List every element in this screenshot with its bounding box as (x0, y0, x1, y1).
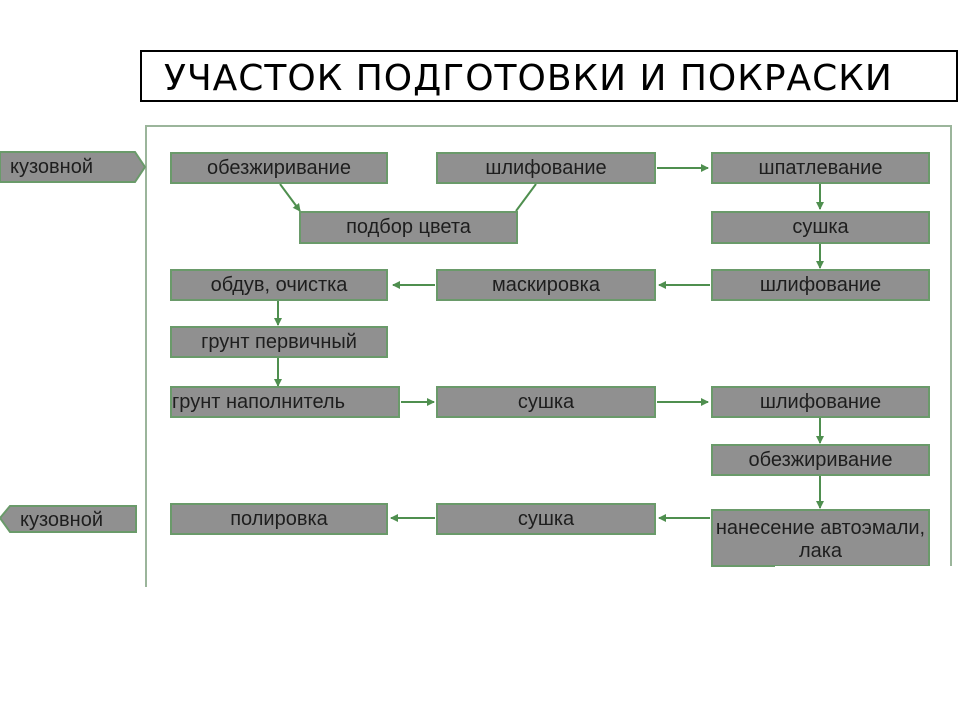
step-polishing: полировка (170, 503, 388, 535)
step-sanding-3: шлифование (711, 386, 930, 418)
title-box: УЧАСТОК ПОДГОТОВКИ И ПОКРАСКИ (140, 50, 958, 102)
step-degrease-2: обезжиривание (711, 444, 930, 476)
arrow-degrease-to-color (279, 183, 301, 212)
step-sanding-2: шлифование (711, 269, 930, 301)
arrow-color-to-sanding (515, 183, 537, 212)
input-tag-shape (0, 151, 147, 183)
step-enamel-lacquer: нанесение автоэмали, лака (711, 509, 930, 567)
input-tag-label: кузовной (10, 156, 94, 178)
step-drying-1: сушка (711, 211, 930, 244)
step-color-match: подбор цвета (299, 211, 518, 244)
output-tag-shape (0, 505, 137, 533)
step-drying-2: сушка (436, 386, 656, 418)
step-masking: маскировка (436, 269, 656, 301)
step-sanding-1: шлифование (436, 152, 656, 184)
page-title: УЧАСТОК ПОДГОТОВКИ И ПОКРАСКИ (164, 58, 893, 99)
step-drying-3: сушка (436, 503, 656, 535)
step-blowing-cleaning: обдув, очистка (170, 269, 388, 301)
step-filling: шпатлевание (711, 152, 930, 184)
crop-mask (775, 566, 955, 596)
step-primer-first: грунт первичный (170, 326, 388, 358)
step-degrease-1: обезжиривание (170, 152, 388, 184)
step-primer-filler: грунт наполнитель (170, 386, 400, 418)
output-tag-label: кузовной (20, 509, 104, 531)
diagram-frame (145, 125, 952, 587)
